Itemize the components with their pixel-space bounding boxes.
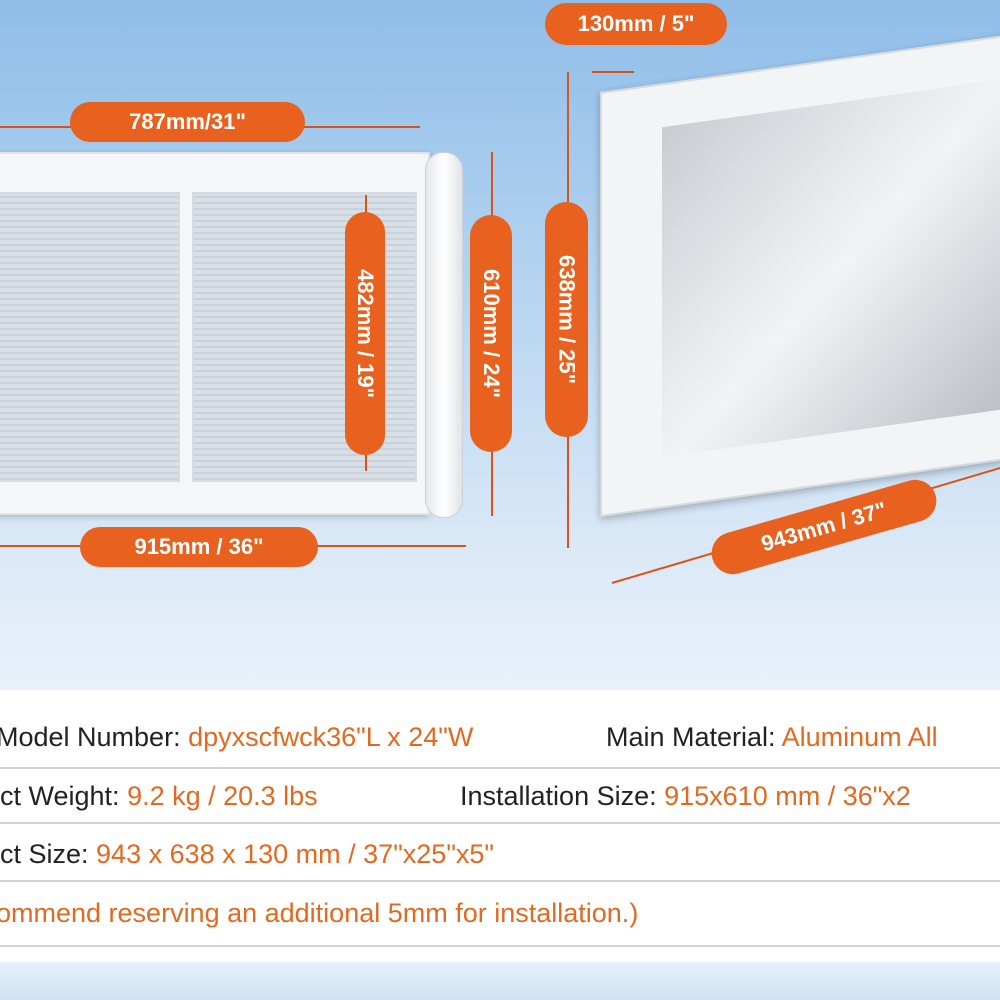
divider: [0, 822, 1000, 824]
window-glass: [662, 76, 1000, 458]
spec-row-note: ommend reserving an additional 5mm for i…: [0, 898, 996, 929]
label-outer-height: 638mm / 25": [545, 202, 588, 437]
label-install-height: 610mm / 24": [470, 215, 512, 452]
bottom-strip: [0, 962, 1000, 1000]
install-label: Installation Size:: [460, 781, 665, 811]
weight-value: 9.2 kg / 20.3 lbs: [127, 781, 318, 811]
window-angled-view: [600, 32, 1000, 518]
window-side-frame: [425, 152, 463, 518]
spec-row-weight: ct Weight: 9.2 kg / 20.3 lbs Installatio…: [0, 781, 1000, 812]
label-inner-width: 787mm/31": [70, 102, 305, 142]
divider: [0, 880, 1000, 882]
window-pane-left: [0, 192, 180, 482]
label-inner-height: 482mm / 19": [345, 212, 385, 455]
install-value: 915x610 mm / 36"x2: [664, 781, 911, 811]
material-label: Main Material:: [606, 722, 782, 752]
label-install-width: 915mm / 36": [80, 527, 318, 567]
size-label: ct Size:: [0, 839, 97, 869]
model-value: dpyxscfwck36"L x 24"W: [188, 722, 474, 752]
spec-row-model: Model Number: dpyxscfwck36"L x 24"W Main…: [0, 722, 996, 753]
install-note: ommend reserving an additional 5mm for i…: [0, 898, 639, 928]
size-value: 943 x 638 x 130 mm / 37"x25"x5": [96, 839, 495, 869]
material-value: Aluminum All: [781, 722, 938, 752]
divider: [0, 767, 1000, 769]
divider: [0, 945, 1000, 947]
spec-row-size: ct Size: 943 x 638 x 130 mm / 37"x25"x5": [0, 839, 1000, 870]
weight-label: ct Weight:: [0, 781, 128, 811]
label-depth: 130mm / 5": [545, 3, 727, 45]
model-label: Model Number:: [0, 722, 189, 752]
dim-line-depth: [592, 71, 634, 73]
